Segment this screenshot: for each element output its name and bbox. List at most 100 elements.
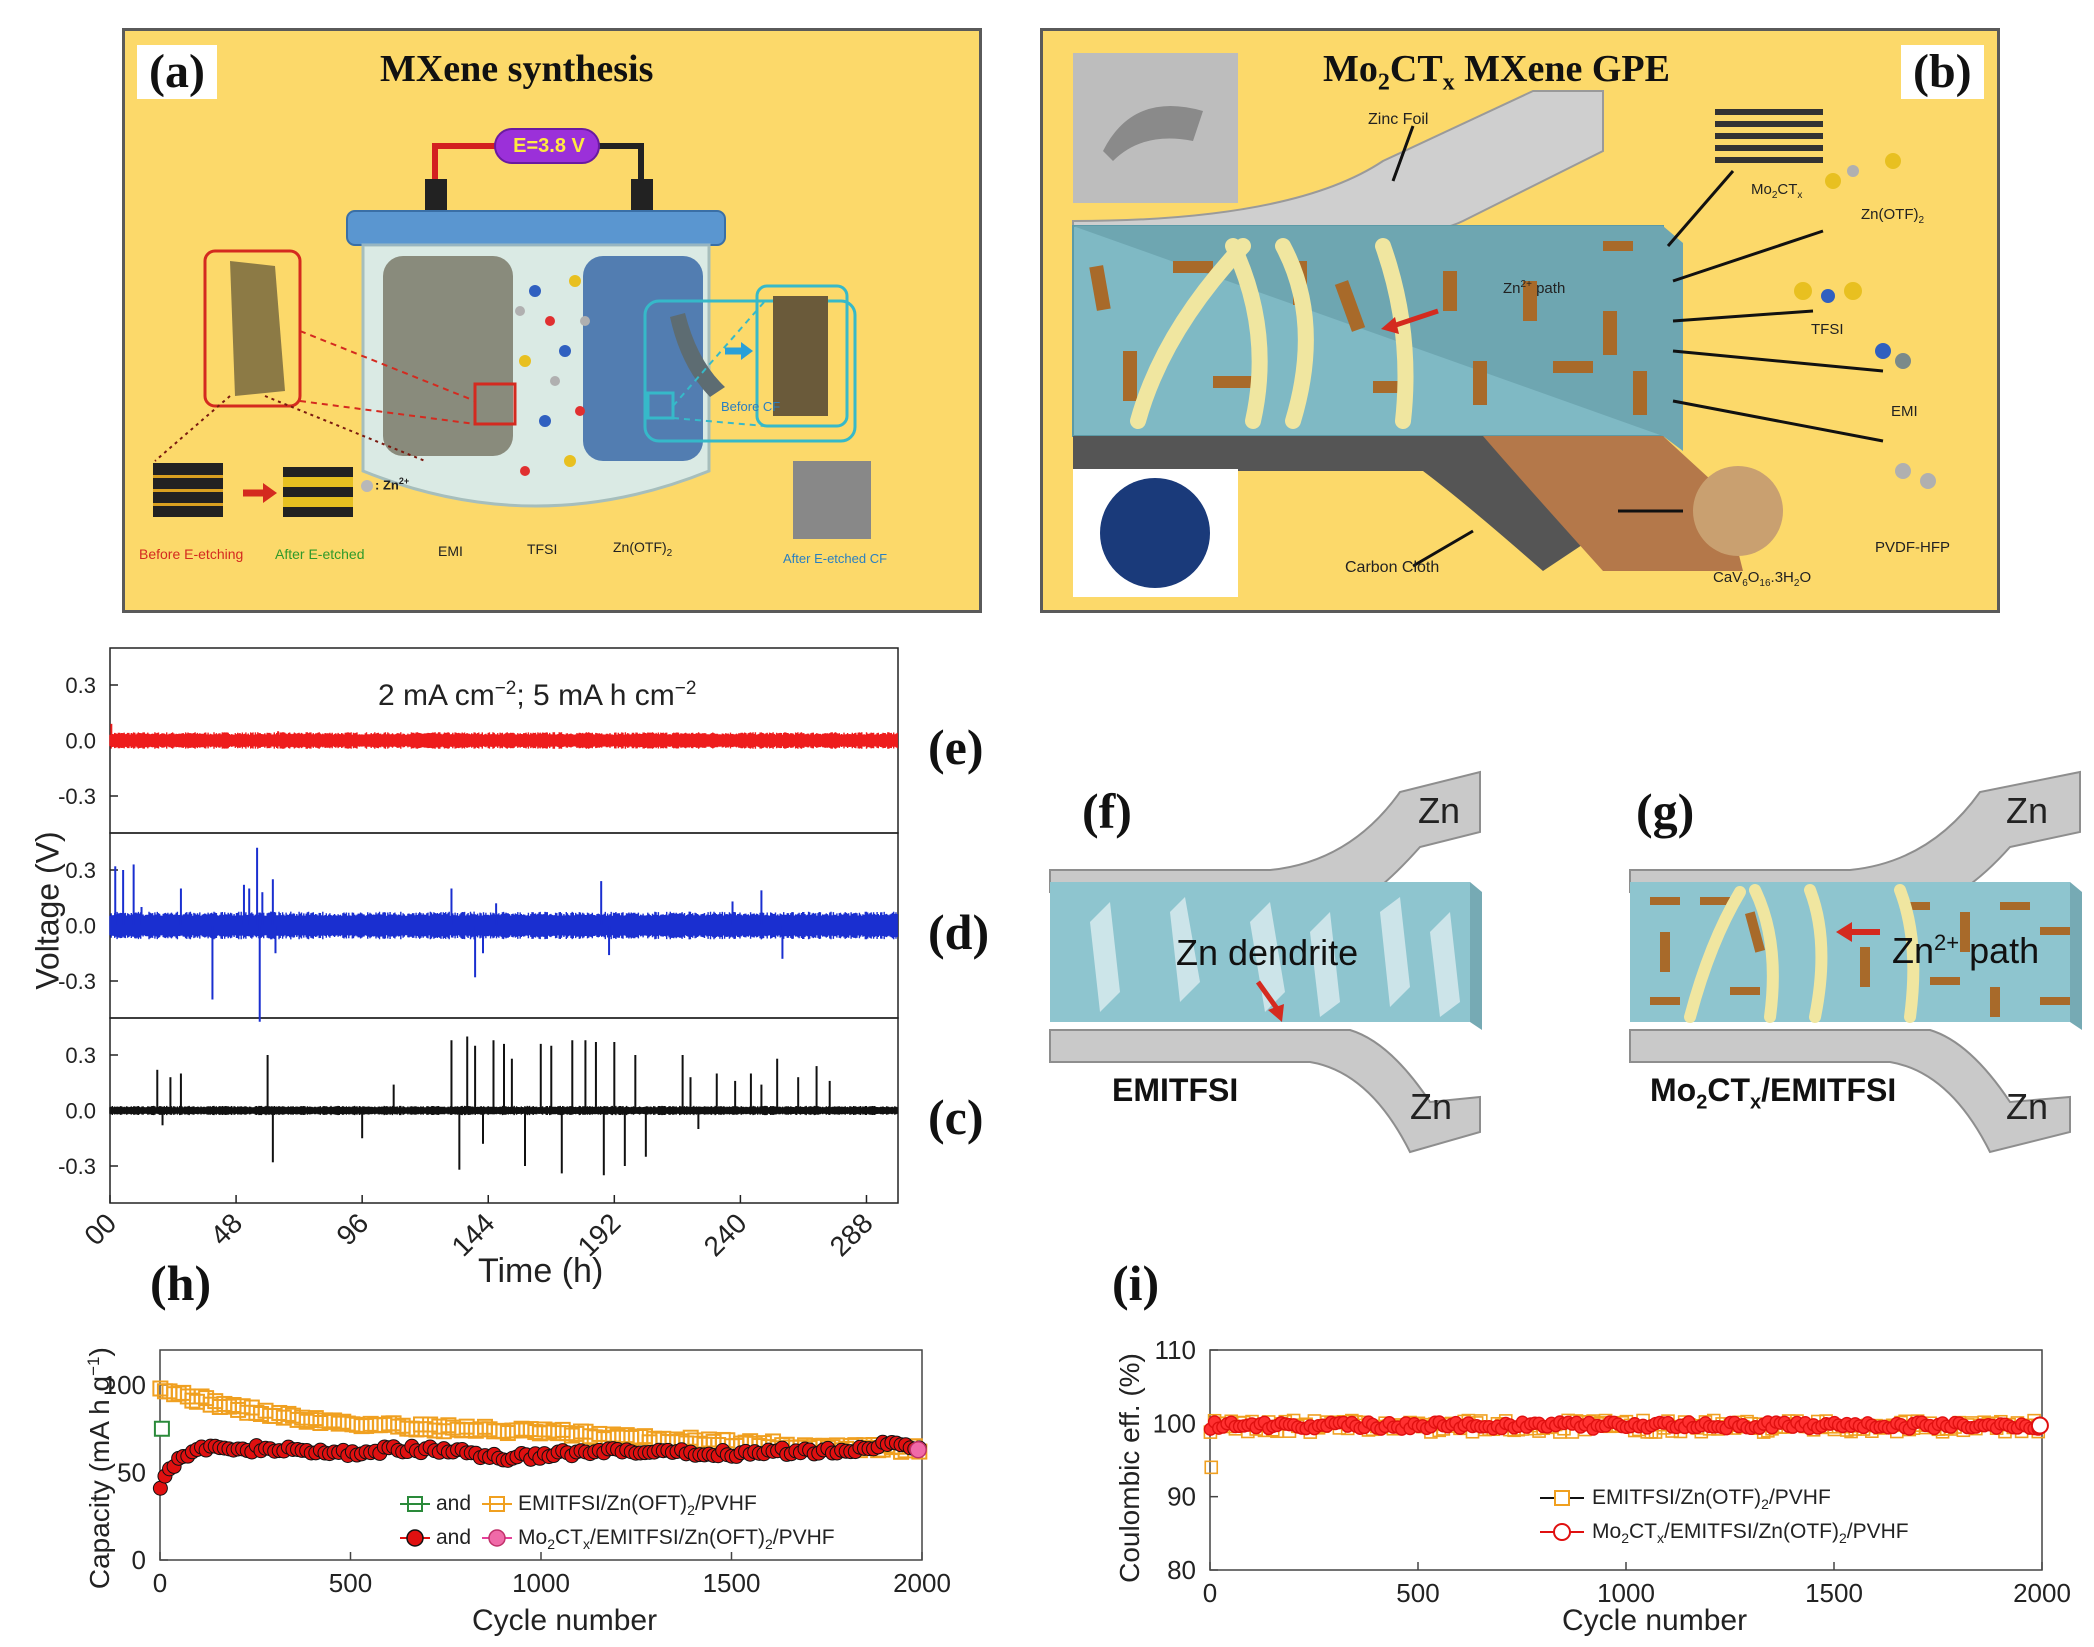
zn-label-f-bottom: Zn: [1410, 1086, 1453, 1127]
zn-dendrite-label: Zn dendrite: [1176, 932, 1359, 973]
coulombic-legend: EMITFSI/Zn(OTF)2/PVHF Mo2CTx/EMITFSI/Zn(…: [1540, 1484, 2000, 1554]
panel-h-tag: (h): [150, 1255, 212, 1311]
legend-emitfsi: EMITFSI/Zn(OFT)2/PVHF: [518, 1492, 757, 1519]
y-tick-label: 80: [1167, 1555, 1196, 1585]
y-tick-label: 0.3: [65, 673, 96, 698]
y-tick-label: 50: [117, 1458, 146, 1488]
panel-f-tag: (f): [1082, 783, 1132, 839]
emi-label: EMI: [438, 543, 463, 559]
emi-label: EMI: [1891, 403, 1918, 420]
capacity-x-axis-label: Cycle number: [472, 1604, 658, 1637]
capacity-point-emitfsi: [435, 1423, 452, 1440]
after-etched-label: After E-etched: [275, 546, 365, 562]
coulombic-legend-markers: [1540, 1490, 1584, 1541]
panel-b-tag: (b): [1901, 45, 1984, 99]
x-tick-label: 288: [824, 1207, 879, 1262]
capacity-point-last: [909, 1441, 927, 1459]
panel-e-tag: (e): [928, 719, 984, 775]
coulombic-x-axis-label: Cycle number: [1562, 1604, 1748, 1637]
voltage-condition-text: 2 mA cm−2; 5 mA h cm−2: [378, 678, 697, 712]
y-tick-label: 100: [1153, 1408, 1196, 1438]
x-tick-label: 500: [1396, 1578, 1439, 1608]
voltage-trace-e: [109, 732, 898, 749]
ce-point-last: [2030, 1416, 2049, 1435]
x-tick-label: 0: [153, 1568, 167, 1598]
zn-otf-label: Zn(OTF)2: [613, 539, 673, 559]
legend-and-2: and: [436, 1526, 472, 1549]
panel-b: (b) Mo2CTx MXene GPE: [1040, 28, 2000, 613]
y-tick-label: 90: [1167, 1482, 1196, 1512]
x-tick-label: 500: [329, 1568, 372, 1598]
voltage-x-axis-label: Time (h): [478, 1252, 604, 1290]
pvdf-label: PVDF-HFP: [1875, 539, 1950, 556]
x-tick-label: 1500: [1805, 1578, 1863, 1608]
panel-a-title: MXene synthesis: [380, 48, 654, 90]
emitfsi-label: EMITFSI: [1112, 1072, 1239, 1108]
capacity-point-emitfsi: [463, 1421, 480, 1438]
x-tick-label: 0: [1203, 1578, 1217, 1608]
legend-and-1: and: [436, 1492, 472, 1515]
y-tick-label: 0.0: [65, 729, 96, 754]
before-etching-label: Before E-etching: [139, 546, 244, 562]
panel-a-tag: (a): [137, 45, 217, 99]
tfsi-label: TFSI: [527, 541, 558, 557]
capacity-y-axis-label: Capacity (mA h g−1): [83, 1347, 116, 1590]
y-tick-label: -0.3: [58, 784, 96, 809]
x-tick-label: 2000: [2013, 1578, 2071, 1608]
panel-g-tag: (g): [1636, 783, 1695, 839]
x-tick-label: 2000: [893, 1568, 951, 1598]
y-tick-label: 0.0: [65, 914, 96, 939]
y-tick-label: -0.3: [58, 969, 96, 994]
panel-i-tag: (i): [1112, 1255, 1160, 1311]
x-tick-label: 00: [78, 1207, 122, 1251]
zn-otf-label: Zn(OTF)2: [1861, 206, 1925, 226]
x-tick-label: 96: [330, 1207, 374, 1251]
capacity-legend-markers: [400, 1496, 512, 1547]
capacity-point-emitfsi: [632, 1429, 649, 1446]
electrochemical-cell-illustration: [153, 128, 871, 539]
coulombic-y-axis-label: Coulombic eff. (%): [1114, 1353, 1145, 1583]
emitfsi-schematic: [1049, 770, 1482, 1154]
zn-ion-legend: : Zn2+: [375, 476, 410, 493]
mxene-gpe-schematic: [1629, 770, 2082, 1154]
mo2ctx-emitfsi-label: Mo2CTx/EMITFSI: [1650, 1072, 1897, 1114]
after-cf-label: After E-etched CF: [783, 551, 888, 566]
tfsi-label: TFSI: [1811, 321, 1844, 338]
ce-legend-emitfsi: EMITFSI/Zn(OTF)2/PVHF: [1592, 1486, 1831, 1513]
panel-d-tag: (d): [928, 904, 990, 960]
capacity-point-first: [153, 1420, 170, 1437]
zinc-foil-label: Zinc Foil: [1368, 111, 1429, 128]
ce-point-first: [1204, 1460, 1219, 1475]
voltage-y-axis-label: Voltage (V): [29, 831, 66, 990]
voltage-label: E=3.8 V: [513, 135, 585, 157]
y-tick-label: 0.3: [65, 1043, 96, 1068]
gel-electrolyte-illustration: [1072, 53, 1936, 597]
y-tick-label: 100: [103, 1370, 146, 1400]
y-tick-label: -0.3: [58, 1154, 96, 1179]
cathode-label: CaV6O16.3H2O: [1713, 569, 1812, 589]
zn-path-label: Zn2+ path: [1503, 279, 1566, 297]
zn-path-label-g: Zn2+ path: [1892, 930, 2040, 971]
zn-label-g-bottom: Zn: [2006, 1086, 2049, 1127]
mo2ctx-label: Mo2CTx: [1751, 181, 1803, 201]
capacity-point-emitfsi: [408, 1421, 425, 1438]
panel-a: (a) MXene synthesis: [122, 28, 982, 613]
ce-legend-mo2ctx: Mo2CTx/EMITFSI/Zn(OTF)2/PVHF: [1592, 1520, 1909, 1547]
zn-label-f-top: Zn: [1418, 790, 1461, 831]
y-tick-label: 0.3: [65, 858, 96, 883]
panel-c-tag: (c): [928, 1089, 984, 1145]
x-tick-label: 48: [204, 1207, 248, 1251]
before-cf-label: Before CF: [721, 399, 781, 414]
carbon-cloth-label: Carbon Cloth: [1345, 559, 1440, 576]
voltage-trace-d: [109, 911, 898, 940]
zn-label-g-top: Zn: [2006, 790, 2049, 831]
capacity-legend: and EMITFSI/Zn(OFT)2/PVHF and Mo2CTx/EMI…: [400, 1490, 920, 1560]
capacity-point-emitfsi: [554, 1421, 571, 1438]
y-tick-label: 0: [132, 1545, 146, 1575]
x-tick-label: 1000: [1597, 1578, 1655, 1608]
x-tick-label: 1500: [703, 1568, 761, 1598]
panel-b-title: Mo2CTx MXene GPE: [1323, 48, 1670, 96]
